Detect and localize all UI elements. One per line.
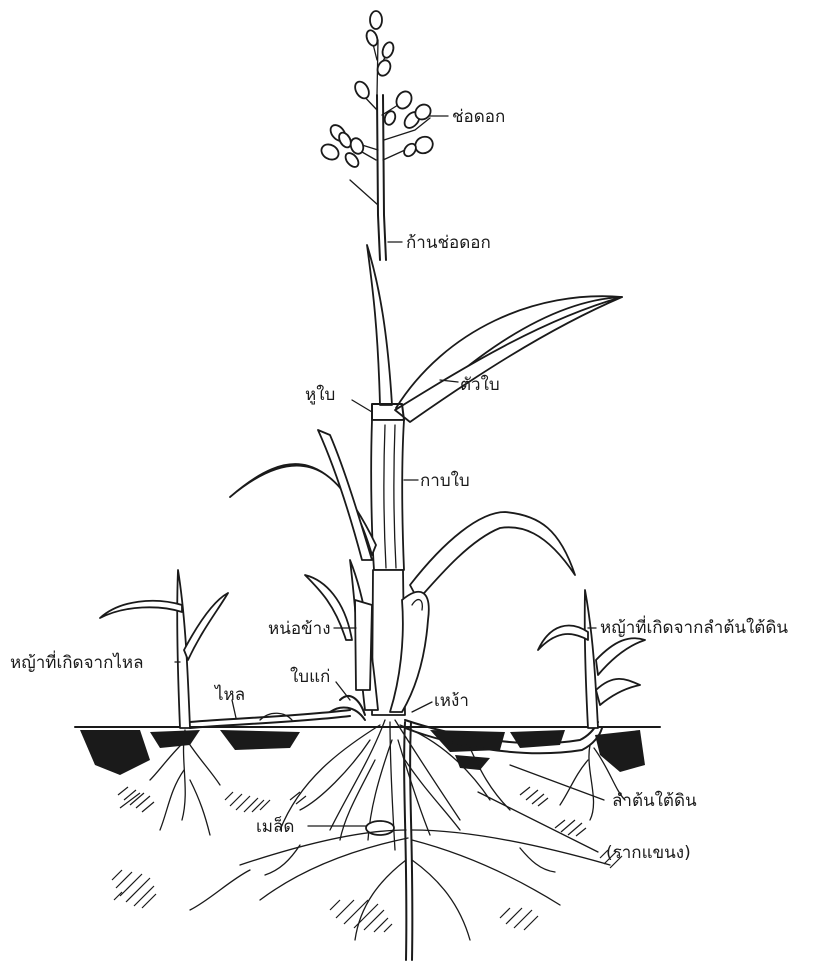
stolon — [190, 710, 350, 728]
roots — [150, 720, 625, 960]
label-grass-from-rhizome: หญ้าที่เกิดจากลำต้นใต้ดิน — [600, 615, 788, 638]
label-sheath: กาบใบ — [420, 470, 470, 491]
upper-leaf — [367, 245, 622, 422]
label-lateral-bud: หน่อข้าง — [268, 619, 331, 639]
rhizome-plant — [538, 590, 645, 728]
right-lower-leaf — [410, 512, 575, 600]
label-peduncle: ก้านช่อดอก — [406, 233, 491, 253]
label-crown: เหง้า — [434, 691, 469, 711]
leaf-sheath — [371, 420, 404, 570]
label-old-leaf: ใบแก่ — [290, 666, 330, 687]
main-culm — [319, 11, 436, 260]
label-rhizome: ลำต้นใต้ดิน — [612, 790, 697, 811]
label-adventitious-roots: (รากแขนง) — [606, 843, 691, 863]
stolon-plant — [100, 570, 228, 728]
label-blade: ตัวใบ — [460, 374, 500, 395]
soil-hatches — [112, 787, 622, 932]
label-seed: เมล็ด — [256, 815, 294, 837]
label-inflorescence: ช่อดอก — [452, 107, 505, 127]
label-auricle: หูใบ — [305, 384, 335, 405]
label-stolon: ไหล — [213, 684, 245, 705]
left-leaf — [230, 430, 376, 560]
label-grass-from-stolon: หญ้าที่เกิดจากไหล — [10, 650, 144, 673]
